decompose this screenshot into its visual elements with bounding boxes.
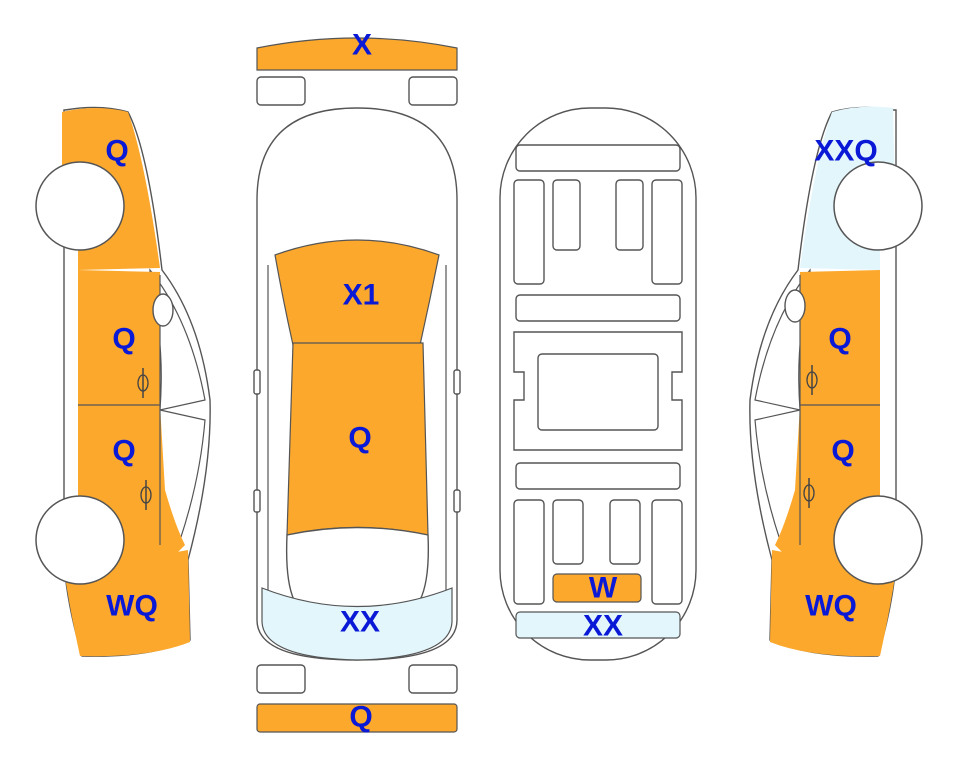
top-right-handle — [453, 489, 461, 513]
underside-bar-1 — [515, 144, 681, 172]
left-front-door-label: Q — [112, 323, 135, 356]
right-side-view: XXQ Q Q WQ — [749, 106, 923, 657]
rear-right-light — [408, 664, 458, 694]
trunk-label: XX — [340, 606, 380, 639]
right-rear-door-handle-icon — [803, 478, 815, 508]
right-front-door-panel — [800, 270, 880, 405]
left-front-door-panel — [78, 270, 160, 405]
underside-block-3 — [615, 179, 644, 251]
underside-block-4 — [651, 179, 683, 285]
left-rear-quarter-label: WQ — [106, 590, 158, 623]
roof-label: Q — [348, 422, 371, 455]
left-side-window-lower — [159, 409, 206, 541]
right-side-window-lower — [754, 409, 801, 541]
underside-block-6 — [552, 499, 584, 565]
left-front-door-handle-icon — [137, 368, 149, 398]
right-rear-door-label: Q — [831, 435, 854, 468]
underside-w-label: W — [589, 572, 618, 605]
underside-block-7 — [609, 499, 641, 565]
underside-block-2 — [552, 179, 581, 251]
hood-label: X1 — [343, 279, 380, 312]
left-rear-door-label: Q — [112, 435, 135, 468]
top-left-mirror — [253, 369, 261, 395]
rear-bumper-panel — [256, 703, 458, 733]
rear-window — [285, 526, 429, 609]
left-rear-door-handle-icon — [140, 480, 152, 510]
underside-w-panel — [552, 573, 642, 603]
underside-xx-label: XX — [583, 610, 623, 643]
top-side-lines — [267, 265, 447, 590]
front-right-light — [408, 76, 458, 106]
right-mirror — [784, 289, 806, 323]
underside-xx-panel — [515, 611, 681, 639]
underside-block-1 — [513, 179, 545, 285]
right-front-door-handle-icon — [806, 365, 818, 395]
left-side-view: Q Q Q WQ — [35, 106, 211, 657]
rear-left-light — [256, 664, 306, 694]
front-bumper-label: X — [352, 29, 372, 62]
left-front-wheel — [35, 161, 125, 251]
right-rear-quarter-label: WQ — [805, 590, 857, 623]
hood-panel — [274, 239, 440, 346]
underside-block-8 — [651, 499, 683, 605]
left-rear-wheel — [35, 495, 125, 585]
right-front-wheel — [833, 161, 923, 251]
top-left-handle — [253, 489, 261, 513]
underside-view: W XX — [499, 107, 697, 661]
front-left-light — [256, 76, 306, 106]
rear-bumper-label: Q — [349, 701, 372, 734]
underside-bar-3 — [515, 462, 681, 490]
right-rear-wheel — [833, 495, 923, 585]
right-front-door-label: Q — [828, 323, 851, 356]
left-mirror — [152, 293, 174, 327]
underside-center-panel — [537, 353, 659, 431]
top-view: X X1 Q XX Q — [253, 29, 461, 734]
front-bumper-panel — [256, 37, 458, 71]
underside-bar-2 — [515, 294, 681, 322]
left-front-fender-label: Q — [105, 135, 128, 168]
top-right-mirror — [453, 369, 461, 395]
trunk-panel — [261, 587, 453, 661]
right-front-fender-label: XXQ — [814, 135, 877, 168]
underside-block-5 — [513, 499, 545, 605]
